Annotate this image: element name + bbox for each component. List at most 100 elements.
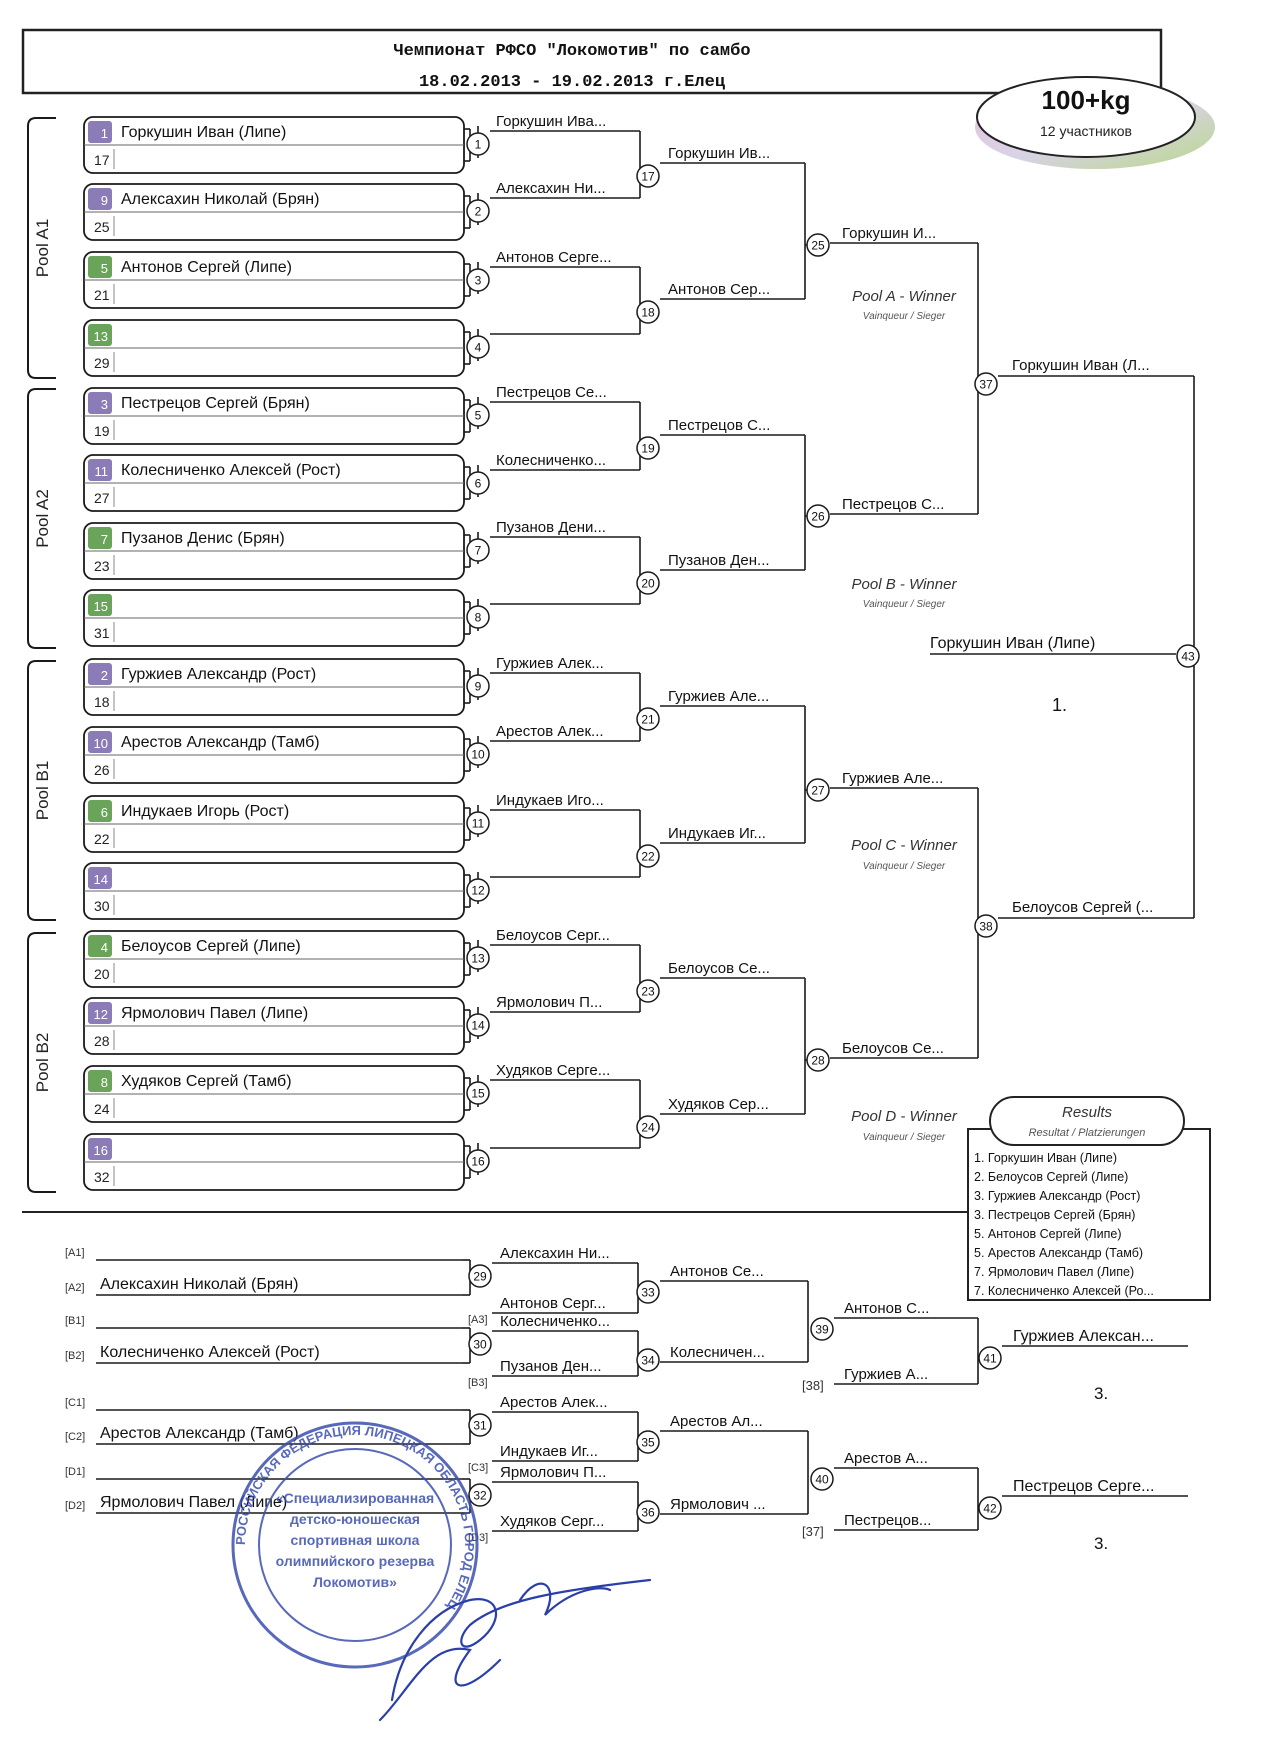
pool-label: Pool A2 <box>33 489 52 548</box>
match-number-circle <box>466 403 490 427</box>
match-number: 19 <box>641 442 655 456</box>
stamp-line: детско-юношеская <box>290 1511 420 1527</box>
competitor-name: Индукаев Игорь (Рост) <box>121 803 289 820</box>
bracket-texts: Горкушин Ива...Алексахин Ни...Антонов Се… <box>65 113 1154 1553</box>
round3-winner: Пестрецов С... <box>842 496 944 513</box>
match-number: 43 <box>1181 650 1195 664</box>
repechage-feed-tag: [C3] <box>468 1462 488 1474</box>
seed-badge <box>88 935 112 957</box>
low-number: 30 <box>94 898 110 914</box>
stamp-line: «Специализированная <box>276 1490 434 1506</box>
low-number: 32 <box>94 1169 110 1185</box>
low-number: 21 <box>94 287 110 303</box>
low-number: 28 <box>94 1033 110 1049</box>
pool-bracket <box>27 388 56 649</box>
pool-winner-label: Pool A - Winner <box>852 288 957 305</box>
competitor-name: Колесниченко Алексей (Рост) <box>121 462 341 479</box>
seed-number: 14 <box>94 872 108 887</box>
low-number: 23 <box>94 558 110 574</box>
low-number: 31 <box>94 625 110 641</box>
match-number: 21 <box>641 713 655 727</box>
pool-bracket <box>27 660 56 921</box>
match-number: 37 <box>979 378 993 392</box>
match-number-circle <box>468 1413 492 1437</box>
official-stamp: РОССИЙСКАЯ ФЕДЕРАЦИЯ ЛИПЕЦКАЯ ОБЛАСТЬ ГО… <box>231 1421 479 1669</box>
match-number-circle <box>466 742 490 766</box>
match-number-circle <box>636 1430 660 1454</box>
match-number: 1 <box>475 138 482 152</box>
match-number-circle <box>636 1500 660 1524</box>
competitor-name: Горкушин Иван (Липе) <box>121 124 286 141</box>
match-number: 24 <box>641 1121 655 1135</box>
first-place-label: 1. <box>1052 695 1067 715</box>
match-number-circle <box>466 946 490 970</box>
match-number-circle <box>810 1467 834 1491</box>
repechage-loser-name: Гуржиев А... <box>844 1366 928 1383</box>
bronze-place: 3. <box>1094 1534 1108 1553</box>
match-number: 36 <box>641 1506 655 1520</box>
match-number-circle <box>636 164 660 188</box>
pool-bracket <box>27 932 56 1193</box>
seed-number: 2 <box>101 668 108 683</box>
match-number: 23 <box>641 985 655 999</box>
seed-number: 13 <box>94 329 108 344</box>
match-number-circle <box>466 1081 490 1105</box>
match-number: 7 <box>475 544 482 558</box>
repechage-feed-tag: [A3] <box>468 1314 488 1326</box>
header-box <box>21 28 1163 95</box>
match-number: 38 <box>979 920 993 934</box>
seed-number: 16 <box>94 1143 108 1158</box>
match-number-circle <box>636 979 660 1003</box>
seed-number: 5 <box>101 261 108 276</box>
seed-number: 10 <box>94 736 108 751</box>
match-number: 20 <box>641 577 655 591</box>
seed-badge <box>88 188 112 210</box>
match-number-circle <box>466 268 490 292</box>
match-number: 30 <box>473 1338 487 1352</box>
match-number-circle <box>974 372 998 396</box>
seed-number: 3 <box>101 397 108 412</box>
seed-badge <box>88 800 112 822</box>
bronze-winner: Гуржиев Алексан... <box>1013 1328 1154 1345</box>
seed-number: 1 <box>101 126 108 141</box>
match-number-circle <box>636 1280 660 1304</box>
competitor-name: Арестов Александр (Тамб) <box>121 734 320 751</box>
stamp-line: спортивная школа <box>291 1532 420 1548</box>
entry-box: 14 30 <box>83 862 465 920</box>
match-number: 29 <box>473 1270 487 1284</box>
match-number: 39 <box>815 1323 829 1337</box>
bronze-winner: Пестрецов Серге... <box>1013 1478 1154 1495</box>
match-number-circle <box>466 811 490 835</box>
repechage-round2-winner: Арестов Ал... <box>670 1413 763 1430</box>
repechage-feed-tag: [B3] <box>468 1377 488 1389</box>
match-number-circle <box>806 233 830 257</box>
round1-winner: Колесниченко... <box>496 452 606 469</box>
competitor-name: Гуржиев Александр (Рост) <box>121 666 316 683</box>
seed-number: 12 <box>94 1007 108 1022</box>
repechage-slot-tag: [C1] <box>65 1397 85 1409</box>
round1-winner: Арестов Алек... <box>496 723 604 740</box>
weight-class: 100+kg <box>1042 85 1131 115</box>
match-number: 9 <box>475 680 482 694</box>
match-number: 41 <box>983 1352 997 1366</box>
match-number-circle <box>974 914 998 938</box>
pool-winner-sub: Vainqueur / Sieger <box>863 311 946 322</box>
round2-winner: Гуржиев Але... <box>668 688 769 705</box>
seed-badge <box>88 121 112 143</box>
round3-winner: Белоусов Се... <box>842 1040 944 1057</box>
seed-badge <box>88 324 112 346</box>
round2-winner: Пузанов Ден... <box>668 552 770 569</box>
round1-winner: Алексахин Ни... <box>496 180 606 197</box>
match-number-circle <box>466 335 490 359</box>
seed-number: 11 <box>95 464 109 479</box>
match-number: 5 <box>475 409 482 423</box>
